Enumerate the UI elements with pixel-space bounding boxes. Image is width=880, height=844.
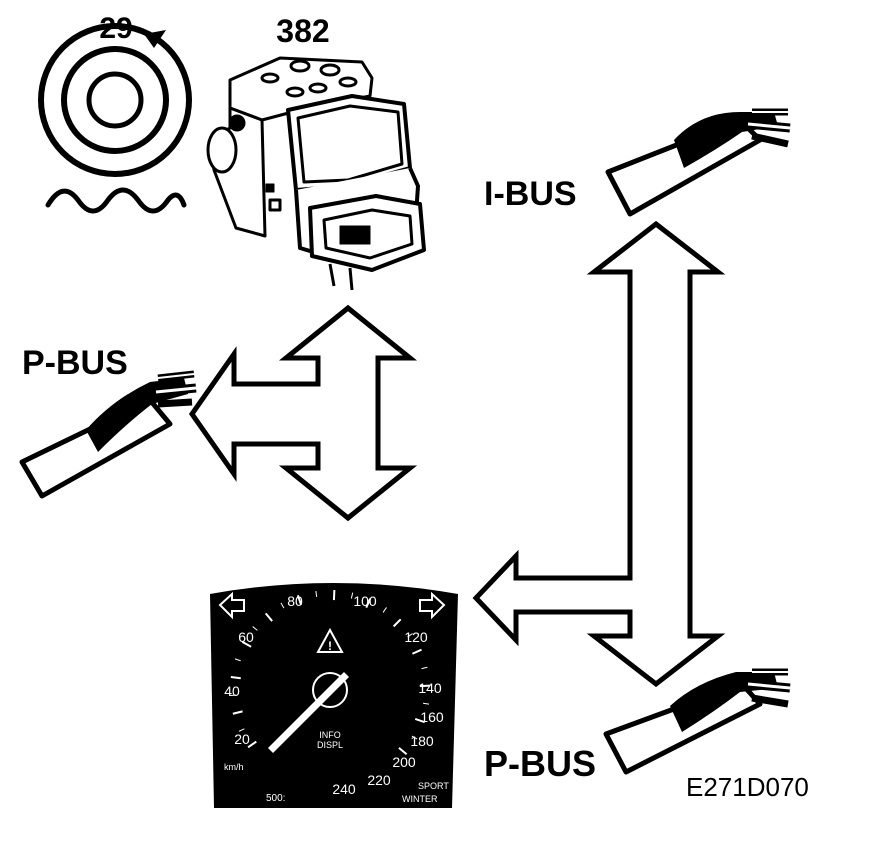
speed-tick-label: 80 [287,593,303,609]
speed-tick-mark [382,607,387,613]
winter-mode-label: WINTER [402,794,438,804]
speed-tick-label: 240 [332,781,356,797]
pbus-double-arrow-icon [188,304,418,522]
pbus-bottom-label: P-BUS [484,743,596,784]
ibus-label: I-BUS [484,175,577,213]
speed-tick-marks [230,590,430,756]
speed-tick-mark [234,658,241,662]
speed-tick-label: 20 [234,731,250,747]
speed-tick-mark [238,728,245,732]
figure-code: E271D070 [686,772,809,802]
speed-tick-label: 160 [420,709,444,725]
speed-tick-label: 120 [404,629,428,645]
speed-tick-mark [365,598,372,609]
speed-tick-mark [398,747,408,756]
wheel-speed-sensor-icon [38,23,192,214]
speed-tick-label: 200 [392,754,416,770]
speedometer-needle [268,672,349,753]
pbus-left-label: P-BUS [22,344,128,382]
warning-triangle-icon: ! [316,627,344,653]
speed-tick-mark [407,633,413,638]
speed-tick-mark [422,702,430,705]
speed-tick-mark [280,602,285,609]
speed-tick-mark [350,592,354,599]
speed-tick-mark [232,710,243,715]
speed-tick-mark [264,612,273,622]
speed-tick-mark [411,648,422,655]
abs-control-module-icon [206,56,426,291]
speed-tick-mark [230,675,241,680]
speed-tick-label: 140 [418,680,442,696]
info-display-label-line1: INFO [319,730,341,740]
speed-tick-mark [414,717,426,724]
rotation-arrow-icon [144,30,166,48]
odometer-readout: 500: [266,793,285,804]
pbus-left-cable-icon [19,370,197,499]
speed-tick-mark [241,641,252,648]
svg-text:!: ! [328,639,332,653]
speed-tick-mark [296,594,303,606]
speed-tick-label: 180 [410,733,434,749]
speed-tick-mark [411,735,418,740]
speed-tick-label: 60 [238,629,254,645]
sensor-number-label: 29 [99,12,132,45]
speed-unit-label: km/h [224,762,244,772]
speed-tick-label: 220 [367,772,391,788]
speed-tick-mark [392,618,402,628]
speedometer: ! INFO DISPL 20 40 60 80 100 120 140 160… [210,583,458,808]
ibus-double-arrow-icon [472,220,726,688]
speed-tick-mark [247,740,257,749]
pbus-bottom-cable-icon [603,668,791,775]
left-turn-signal-icon [218,591,245,620]
sport-mode-label: SPORT [418,781,449,791]
speed-tick-mark [315,590,318,598]
speed-tick-mark [421,666,428,670]
speed-tick-mark [252,626,258,631]
speed-tick-label: 100 [353,593,377,609]
speed-tick-label: 40 [224,683,240,699]
ibus-cable-icon [605,108,791,217]
module-number-label: 382 [276,13,329,49]
right-turn-signal-icon [419,591,446,620]
signal-wave-icon [45,187,187,214]
info-display-label-line2: DISPL [317,740,343,750]
